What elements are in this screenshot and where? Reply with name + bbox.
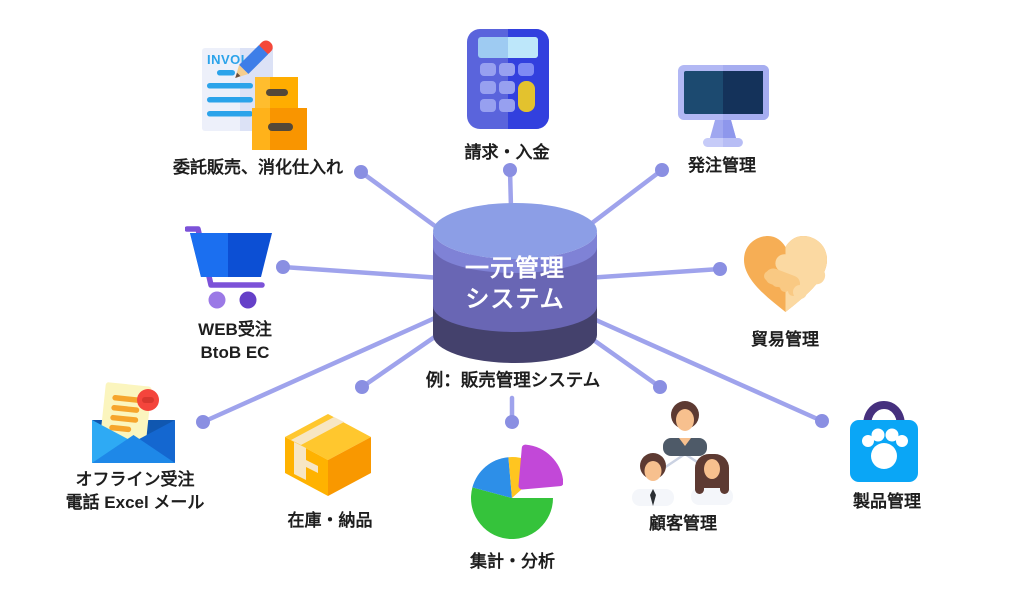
person-left bbox=[632, 453, 674, 506]
monitor-icon bbox=[677, 65, 769, 147]
node-products: 製品管理 bbox=[845, 392, 929, 513]
shopping-bag-icon bbox=[850, 401, 918, 482]
pie-chart-icon bbox=[470, 444, 563, 540]
spoke-dot bbox=[354, 165, 368, 179]
paw-print-icon bbox=[862, 428, 908, 469]
node-web-orders: WEB受注 BtoB EC bbox=[143, 222, 327, 364]
node-label-line2: 電話 Excel メール bbox=[65, 493, 205, 512]
node-label: 在庫・納品 bbox=[287, 511, 373, 530]
node-ordering: 発注管理 bbox=[662, 60, 782, 177]
system-example-caption: 例：販売管理システム bbox=[425, 370, 601, 390]
email-icon bbox=[91, 382, 175, 463]
invoice-boxes-icon: INVOI bbox=[202, 40, 307, 150]
node-label: WEB受注 bbox=[198, 320, 272, 339]
spoke-dot bbox=[503, 163, 517, 177]
spoke-dot bbox=[655, 163, 669, 177]
node-label: 発注管理 bbox=[688, 156, 756, 175]
node-trade: 貿易管理 bbox=[730, 234, 840, 351]
spoke-dot bbox=[505, 415, 519, 429]
node-label-line2: BtoB EC bbox=[200, 343, 270, 362]
database-cylinder-icon bbox=[433, 203, 597, 363]
spoke-dot bbox=[713, 262, 727, 276]
invoice-text: INVOI bbox=[207, 52, 245, 67]
node-label: 請求・入金 bbox=[464, 143, 550, 162]
central-database: 一元管理 システム bbox=[433, 203, 597, 363]
node-label: 顧客管理 bbox=[649, 514, 717, 533]
spoke-dot bbox=[653, 380, 667, 394]
node-label: 製品管理 bbox=[853, 492, 921, 511]
node-offline-orders: オフライン受注 電話 Excel メール bbox=[45, 378, 225, 514]
package-box-icon bbox=[285, 414, 371, 496]
person-top bbox=[663, 401, 707, 456]
shopping-cart-icon bbox=[185, 226, 272, 309]
node-label: 集計・分析 bbox=[470, 552, 555, 571]
people-icon bbox=[632, 401, 733, 506]
node-analytics: 集計・分析 bbox=[455, 440, 570, 573]
node-label: 貿易管理 bbox=[751, 330, 819, 349]
spoke-dot bbox=[815, 414, 829, 428]
node-label: オフライン受注 bbox=[75, 470, 195, 489]
central-system-title: 一元管理 システム bbox=[465, 255, 565, 313]
node-label: 委託販売、消化仕入れ bbox=[173, 158, 343, 177]
node-customers: 顧客管理 bbox=[623, 396, 743, 535]
calculator-icon bbox=[467, 29, 549, 129]
spoke-dot bbox=[196, 415, 210, 429]
cargo-boxes-icon bbox=[252, 77, 307, 150]
handshake-heart-icon bbox=[743, 236, 827, 312]
spoke-dot bbox=[355, 380, 369, 394]
pencil-icon bbox=[235, 40, 273, 78]
person-right bbox=[691, 454, 733, 505]
spoke-dot bbox=[276, 260, 290, 274]
node-inventory: 在庫・納品 bbox=[240, 411, 420, 532]
node-consignment: INVOI 委託販売、消化仕入れ bbox=[172, 36, 344, 179]
node-billing: 請求・入金 bbox=[446, 27, 568, 164]
